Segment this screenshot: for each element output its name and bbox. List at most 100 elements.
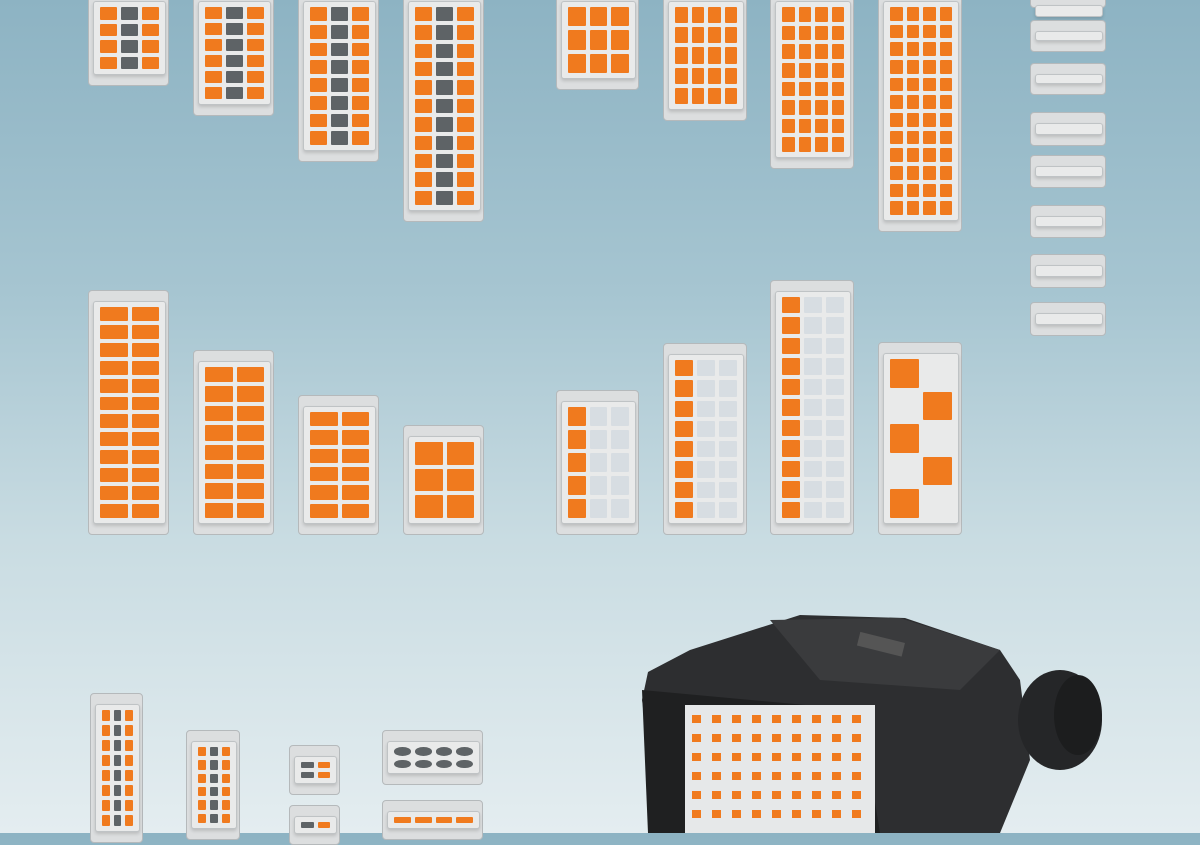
contact-terminal	[446, 442, 474, 465]
contact-terminal	[102, 815, 110, 826]
housing-contact	[732, 772, 741, 780]
contact-terminal	[100, 324, 128, 339]
contact-terminal	[568, 53, 586, 73]
contact-terminal	[890, 130, 903, 145]
contact-terminal	[589, 430, 608, 449]
contact-terminal	[125, 770, 133, 781]
contact-terminal	[394, 759, 411, 768]
contact-terminal	[923, 148, 936, 162]
contact-terminal	[719, 420, 737, 437]
contact-terminal	[697, 501, 715, 518]
contact-terminal	[923, 165, 936, 180]
contact-terminal	[798, 100, 811, 115]
insert-contact-grid	[1035, 216, 1103, 227]
insert-contact-grid	[1035, 31, 1103, 41]
contact-terminal	[341, 467, 369, 482]
contact-terminal	[100, 342, 128, 357]
contact-terminal	[205, 87, 222, 99]
contact-terminal	[691, 7, 704, 24]
contact-terminal	[890, 424, 919, 453]
contact-terminal	[331, 95, 348, 110]
contact-terminal	[691, 67, 704, 84]
contact-terminal	[804, 460, 822, 478]
contact-terminal	[782, 81, 795, 97]
contact-terminal	[719, 481, 737, 498]
housing-contact	[832, 810, 841, 818]
contact-terminal	[815, 137, 828, 152]
contact-terminal	[341, 448, 369, 463]
contact-terminal	[923, 456, 952, 486]
housing-contact	[752, 715, 761, 723]
contact-terminal	[815, 62, 828, 78]
contact-terminal	[804, 317, 822, 334]
contact-terminal	[798, 81, 811, 97]
housing-contact	[832, 734, 841, 742]
contact-terminal	[890, 95, 903, 109]
contact-terminal	[131, 360, 159, 375]
contact-terminal	[831, 7, 844, 22]
contact-terminal	[675, 380, 693, 397]
contact-terminal	[205, 425, 233, 441]
contact-terminal	[310, 113, 327, 128]
contact-terminal	[414, 817, 432, 823]
contact-terminal	[142, 23, 159, 36]
contact-terminal	[394, 747, 411, 756]
contact-terminal	[415, 62, 432, 77]
insert-contact-grid	[1035, 265, 1103, 277]
insert-contact-grid	[668, 354, 744, 524]
contact-terminal	[923, 112, 936, 127]
housing-contact	[712, 791, 721, 799]
contact-terminal	[310, 78, 327, 92]
contact-terminal	[457, 7, 474, 22]
insert-contact-grid	[408, 436, 481, 524]
contact-terminal	[331, 7, 348, 21]
contact-terminal	[435, 817, 453, 823]
contact-terminal	[782, 7, 795, 22]
contact-terminal	[890, 42, 903, 56]
contact-terminal	[236, 367, 264, 383]
contact-terminal	[125, 710, 133, 721]
contact-terminal	[804, 378, 822, 396]
contact-terminal	[890, 77, 903, 92]
contact-terminal	[815, 81, 828, 97]
contact-terminal	[798, 118, 811, 134]
housing-contact	[752, 734, 761, 742]
housing-contact	[832, 753, 841, 761]
contact-terminal	[906, 165, 919, 180]
contact-terminal	[457, 25, 474, 40]
contact-terminal	[436, 43, 453, 59]
contact-terminal	[589, 53, 608, 73]
contact-terminal	[457, 153, 474, 169]
contact-terminal	[205, 405, 233, 422]
contact-terminal	[708, 67, 721, 84]
contact-terminal	[890, 112, 903, 127]
contact-terminal	[568, 476, 586, 495]
insert-contact-grid	[93, 1, 166, 75]
contact-terminal	[198, 813, 206, 823]
contact-terminal	[436, 135, 453, 150]
contact-terminal	[436, 172, 453, 187]
contact-terminal	[708, 87, 721, 104]
housing-contact	[812, 715, 821, 723]
contact-terminal	[804, 481, 822, 498]
insert-contact-grid	[561, 401, 636, 524]
contact-terminal	[782, 501, 800, 518]
contact-terminal	[804, 501, 822, 518]
contact-terminal	[205, 39, 222, 51]
contact-terminal	[394, 817, 411, 823]
contact-terminal	[415, 80, 432, 95]
contact-terminal	[804, 399, 822, 416]
connector-insert-16	[1030, 302, 1106, 336]
contact-terminal	[436, 80, 453, 95]
contact-terminal	[436, 153, 453, 169]
contact-terminal	[939, 201, 952, 215]
contact-terminal	[113, 800, 122, 811]
contact-terminal	[100, 7, 117, 20]
contact-terminal	[939, 42, 952, 56]
contact-terminal	[210, 760, 218, 770]
contact-terminal	[939, 130, 952, 145]
housing-contact	[752, 810, 761, 818]
housing-contact	[712, 772, 721, 780]
contact-terminal	[804, 358, 822, 375]
contact-terminal	[906, 130, 919, 145]
